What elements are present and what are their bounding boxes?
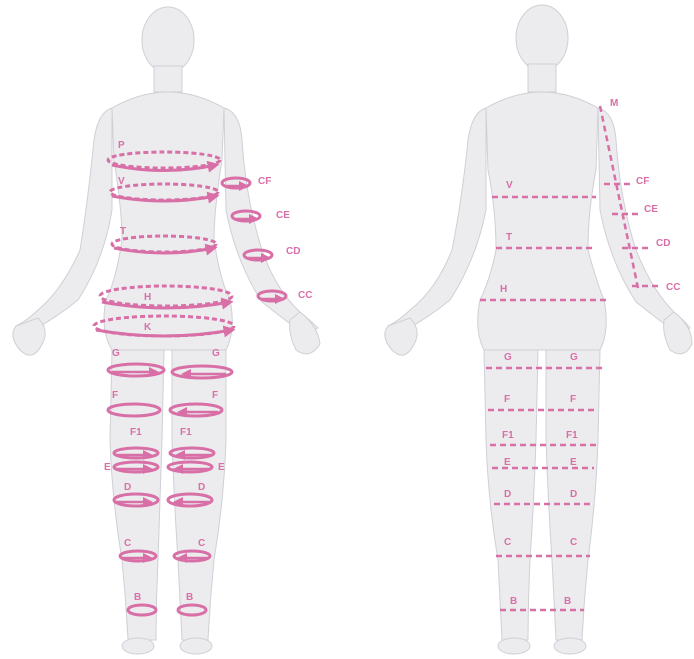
label-D-right: D (198, 482, 205, 493)
label-G-left: G (504, 352, 512, 363)
label-G-right: G (570, 352, 578, 363)
label-F-right: F (212, 390, 218, 401)
label-CD: CD (656, 238, 670, 249)
label-CD: CD (286, 246, 300, 257)
label-F1-right: F1 (180, 427, 192, 438)
label-H: H (500, 284, 507, 295)
label-B-right: B (564, 596, 571, 607)
label-E-right: E (218, 462, 225, 473)
label-G-right: G (212, 348, 220, 359)
label-H: H (144, 292, 151, 303)
label-P: P (118, 140, 125, 151)
left-figure (13, 7, 320, 654)
label-CF: CF (258, 176, 271, 187)
label-C-right: C (198, 538, 205, 549)
label-CC: CC (666, 282, 680, 293)
right-figure-left-arm (388, 108, 486, 332)
left-figure-torso (104, 92, 232, 350)
label-CE: CE (644, 204, 658, 215)
right-figure-torso (478, 92, 607, 350)
left-figure-head (142, 7, 194, 73)
label-F1-right: F1 (566, 430, 578, 441)
label-K: K (144, 322, 152, 333)
label-E-right: E (570, 457, 577, 468)
label-V: V (118, 176, 125, 187)
label-F1-left: F1 (502, 430, 514, 441)
label-E-left: E (104, 462, 111, 473)
left-figure-neck (154, 66, 182, 92)
right-figure-left-hand (385, 318, 417, 355)
label-T: T (120, 226, 126, 237)
label-C-left: C (124, 538, 131, 549)
left-figure-left-arm (16, 108, 112, 332)
left-figure-left-hand (13, 318, 45, 355)
label-CE: CE (276, 210, 290, 221)
label-M: M (610, 98, 618, 109)
label-CF: CF (636, 176, 649, 187)
label-CC: CC (298, 290, 312, 301)
label-D-left: D (504, 489, 511, 500)
label-C-right: C (570, 537, 577, 548)
label-F-right: F (570, 394, 576, 405)
right-figure-right-arm (598, 108, 690, 334)
label-T: T (506, 232, 512, 243)
label-B-left: B (510, 596, 517, 607)
left-figure-right-foot (180, 638, 212, 654)
label-C-left: C (504, 537, 511, 548)
label-G-left: G (112, 348, 120, 359)
label-D-left: D (124, 482, 131, 493)
right-figure-right-hand (664, 312, 692, 354)
left-figure-left-foot (122, 638, 154, 654)
label-F-left: F (112, 390, 118, 401)
label-B-left: B (134, 592, 141, 603)
label-B-right: B (186, 592, 193, 603)
label-F1-left: F1 (130, 427, 142, 438)
left-figure-right-hand (290, 312, 320, 354)
label-D-right: D (570, 489, 577, 500)
label-F-left: F (504, 394, 510, 405)
right-figure-neck (528, 64, 556, 92)
right-figure-right-foot (554, 638, 586, 654)
label-E-left: E (504, 457, 511, 468)
label-V: V (506, 180, 513, 191)
right-figure-head (516, 5, 568, 71)
right-figure-left-foot (498, 638, 530, 654)
